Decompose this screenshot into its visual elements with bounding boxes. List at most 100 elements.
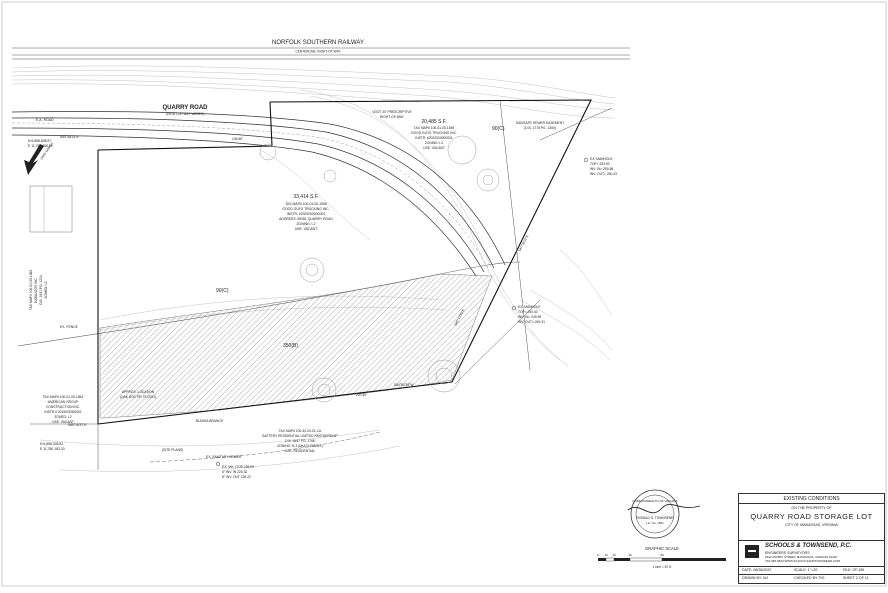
date-field: DATE: 08/26/2022	[742, 568, 772, 572]
parcel-south-line: ZONING: R-3 (MULTI-FAMILY)	[277, 444, 322, 448]
prescriptive-row-1: VDOT 30' PRESCRIPTIVE	[372, 110, 412, 114]
manhole-sw: EX. MH. (TOP 235.59 8" INV. IN 226.32 8"…	[215, 461, 254, 479]
title-divider	[739, 503, 884, 504]
engineer-seal: COMMONWEALTH OF VIRGINIA RONALD G. TOWNS…	[627, 489, 701, 539]
svg-text:INV. IN= 250.68: INV. IN= 250.68	[590, 167, 613, 171]
parcel-sw-line: TAX MAP# 100-01-00-1554	[43, 395, 84, 399]
parcel-main-info: 33,414 S.F. TAX MAP# 100-01-00-1598 GOOD…	[279, 194, 333, 231]
firm-block: SCHOOLS & TOWNSEND, P.C. ENGINEERS SURVE…	[743, 543, 880, 563]
zone-350b: 350(B)	[283, 343, 298, 349]
svg-text:INV. OUT= 250.43: INV. OUT= 250.43	[590, 172, 617, 176]
title-divider	[739, 540, 884, 541]
manhole-mid: EX. MANHOLE TOP= 250.40 INV. IN= 249.69 …	[511, 305, 545, 324]
parcel-sw-line: CONSTRUCTION INC.	[46, 405, 80, 409]
scale-field: SCALE: 1"=20'	[794, 568, 818, 572]
bearing-dist-1: 136.58'	[232, 137, 243, 141]
parcel-west-line: KARAJOOS INC.	[34, 277, 38, 303]
approx-location-1: APPROX. LOCATION	[122, 390, 155, 394]
manhole-ne: EX. MANHOLE TOP= 253.90 INV. IN= 250.68 …	[583, 157, 617, 176]
coord-top-n: N 6,858,808.97	[28, 139, 51, 143]
svg-text:TOP= 250.40: TOP= 250.40	[518, 310, 538, 314]
quarry-road	[11, 111, 506, 277]
parcel-ne-area: 20,485 S.F.	[421, 119, 446, 125]
firm-name: SCHOOLS & TOWNSEND, P.C.	[765, 543, 852, 549]
seal-license: Lic. No. 1651	[646, 521, 664, 525]
railway-sublabel: CENTERLINE, RIGHT-OF-WAY	[295, 50, 341, 54]
seal-name: RONALD G. TOWNSEND	[637, 516, 675, 520]
parcel-sw-info: TAX MAP# 100-01-00-1554 AMERICAN GROUP C…	[43, 395, 84, 424]
parcel-boundary	[97, 99, 592, 425]
sanitary-sewer-line	[149, 431, 381, 463]
site-plans-label: (SITE PLANS)	[162, 448, 183, 452]
sanitary-sewer-label: EX. SANITARY SEWER	[206, 455, 242, 459]
road-small-label: E.A. ROAD	[36, 118, 54, 122]
parcel-sw-line: USE: VACANT	[52, 420, 74, 424]
svg-text:INV. OUT= 249.31: INV. OUT= 249.31	[518, 320, 545, 324]
sanitary-easement-2: (D.B. 1778 PG. 1300)	[524, 126, 556, 130]
parcel-ne-line: USE: VACANT	[423, 146, 445, 150]
parcel-west-line: TAX MAP# 100-01-00-1565	[29, 270, 33, 311]
railway	[12, 47, 630, 60]
railway-label: NORFOLK SOUTHERN RAILWAY	[272, 40, 364, 46]
project-location: CITY OF MANASSAS, VIRGINIA	[785, 523, 838, 527]
file-field: FILE: 2P-155	[843, 568, 865, 572]
on-property-label: ON THE PROPERTY OF	[791, 506, 832, 510]
firm-address: 9302 MOSBY STREET MANASSAS, VIRGINIA 201…	[765, 555, 838, 559]
bearing-5: S89°18'37"E	[68, 423, 87, 427]
graphic-scale: 0 10 20 40 80	[597, 553, 726, 562]
svg-text:8" INV. OUT 226.22: 8" INV. OUT 226.22	[222, 475, 251, 479]
coord-bottom-n: N 6,858,006.52	[40, 442, 63, 446]
parcel-ne-line: TAX MAP# 100-01-00-1539	[414, 126, 455, 130]
parcel-main-line: GOOD GUYS TRUCKING INC.	[282, 207, 329, 211]
bearing-dist-2: 220.30'	[356, 393, 367, 397]
drawn-by-field: DRAWN BY: WJ	[742, 576, 769, 580]
parcel-west-line: D.B. 1891 PG. 1234	[39, 275, 43, 305]
scale-tick: 80	[660, 553, 664, 557]
parcel-sw-line: AMERICAN GROUP	[48, 400, 79, 404]
drawing-name: EXISTING CONDITIONS	[783, 496, 840, 502]
scale-tick: 40	[628, 553, 632, 557]
prescriptive-row-2: RIGHT-OF-WAY	[380, 115, 405, 119]
parcel-main-line: INSTR. #2022000000001	[287, 212, 326, 216]
sheet-number: SHEET 2 OF 11	[843, 576, 869, 580]
coord-top-e: E 11,780,065.69	[28, 144, 53, 148]
graphic-scale-label: GRAPHIC SCALE	[645, 546, 679, 551]
svg-text:8" INV. IN 226.32: 8" INV. IN 226.32	[222, 470, 247, 474]
parcel-ne-line: INSTR. #2022000000001	[415, 136, 453, 140]
buddia-branch-label: BUDDIA BRANCH	[196, 419, 224, 423]
title-divider	[739, 566, 884, 567]
bearing-1: N49°58'23"E	[60, 135, 80, 139]
scale-tick: 20	[612, 553, 616, 557]
parcel-ne-line: ZONING: I-2	[425, 141, 444, 145]
adjoiner-lines	[30, 99, 613, 470]
parcel-main-line: ADDRESS: #9281 QUARRY ROAD	[279, 217, 333, 221]
zone-90c-main: 90(C)	[216, 288, 229, 294]
title-divider	[739, 574, 884, 575]
north-arrow	[24, 144, 44, 175]
parcel-main-line: USE: VACANT	[295, 227, 317, 231]
svg-text:INV. IN= 249.69: INV. IN= 249.69	[518, 315, 541, 319]
sanitary-easement-1: SANITARY SEWER EASEMENT	[516, 121, 564, 125]
parcel-main-line: ZONING: I-2	[296, 222, 315, 226]
road-label: QUARRY ROAD	[162, 105, 208, 111]
svg-text:EX. MH. (TOP 235.59: EX. MH. (TOP 235.59	[222, 465, 254, 469]
parcel-south-info: TAX MAP# 100-44-00-21-CA BATTERY RESIDEN…	[262, 429, 338, 453]
zone-90c-ne: 90(C)	[492, 126, 505, 132]
parcel-main-area: 33,414 S.F.	[293, 194, 318, 200]
parcel-south-line: BATTERY RESIDENTIAL LIMITED PARTNERSHIP	[262, 434, 338, 438]
svg-text:EX. MANHOLE: EX. MANHOLE	[590, 157, 613, 161]
svg-text:TOP= 253.90: TOP= 253.90	[590, 162, 610, 166]
project-name: QUARRY ROAD STORAGE LOT	[750, 512, 873, 521]
firm-phone: 703-368-9823 WWW.SCHOOLSANDTOWNSEND.COM	[765, 559, 840, 563]
scale-tick: 0	[597, 553, 599, 557]
parcel-west-info: TAX MAP# 100-01-00-1565 KARAJOOS INC. D.…	[29, 270, 48, 311]
checked-by-field: CHECKED BY: RG	[794, 576, 825, 580]
parcel-south-line: TAX MAP# 100-44-00-21-CA	[279, 429, 322, 433]
parcel-south-line: USE: RESIDENTIAL	[285, 449, 315, 453]
zone-boundary	[17, 261, 521, 347]
parcel-south-line: D.B. 1657 PG. 1766	[285, 439, 315, 443]
parcel-sw-line: ZONED: I-2	[54, 415, 71, 419]
